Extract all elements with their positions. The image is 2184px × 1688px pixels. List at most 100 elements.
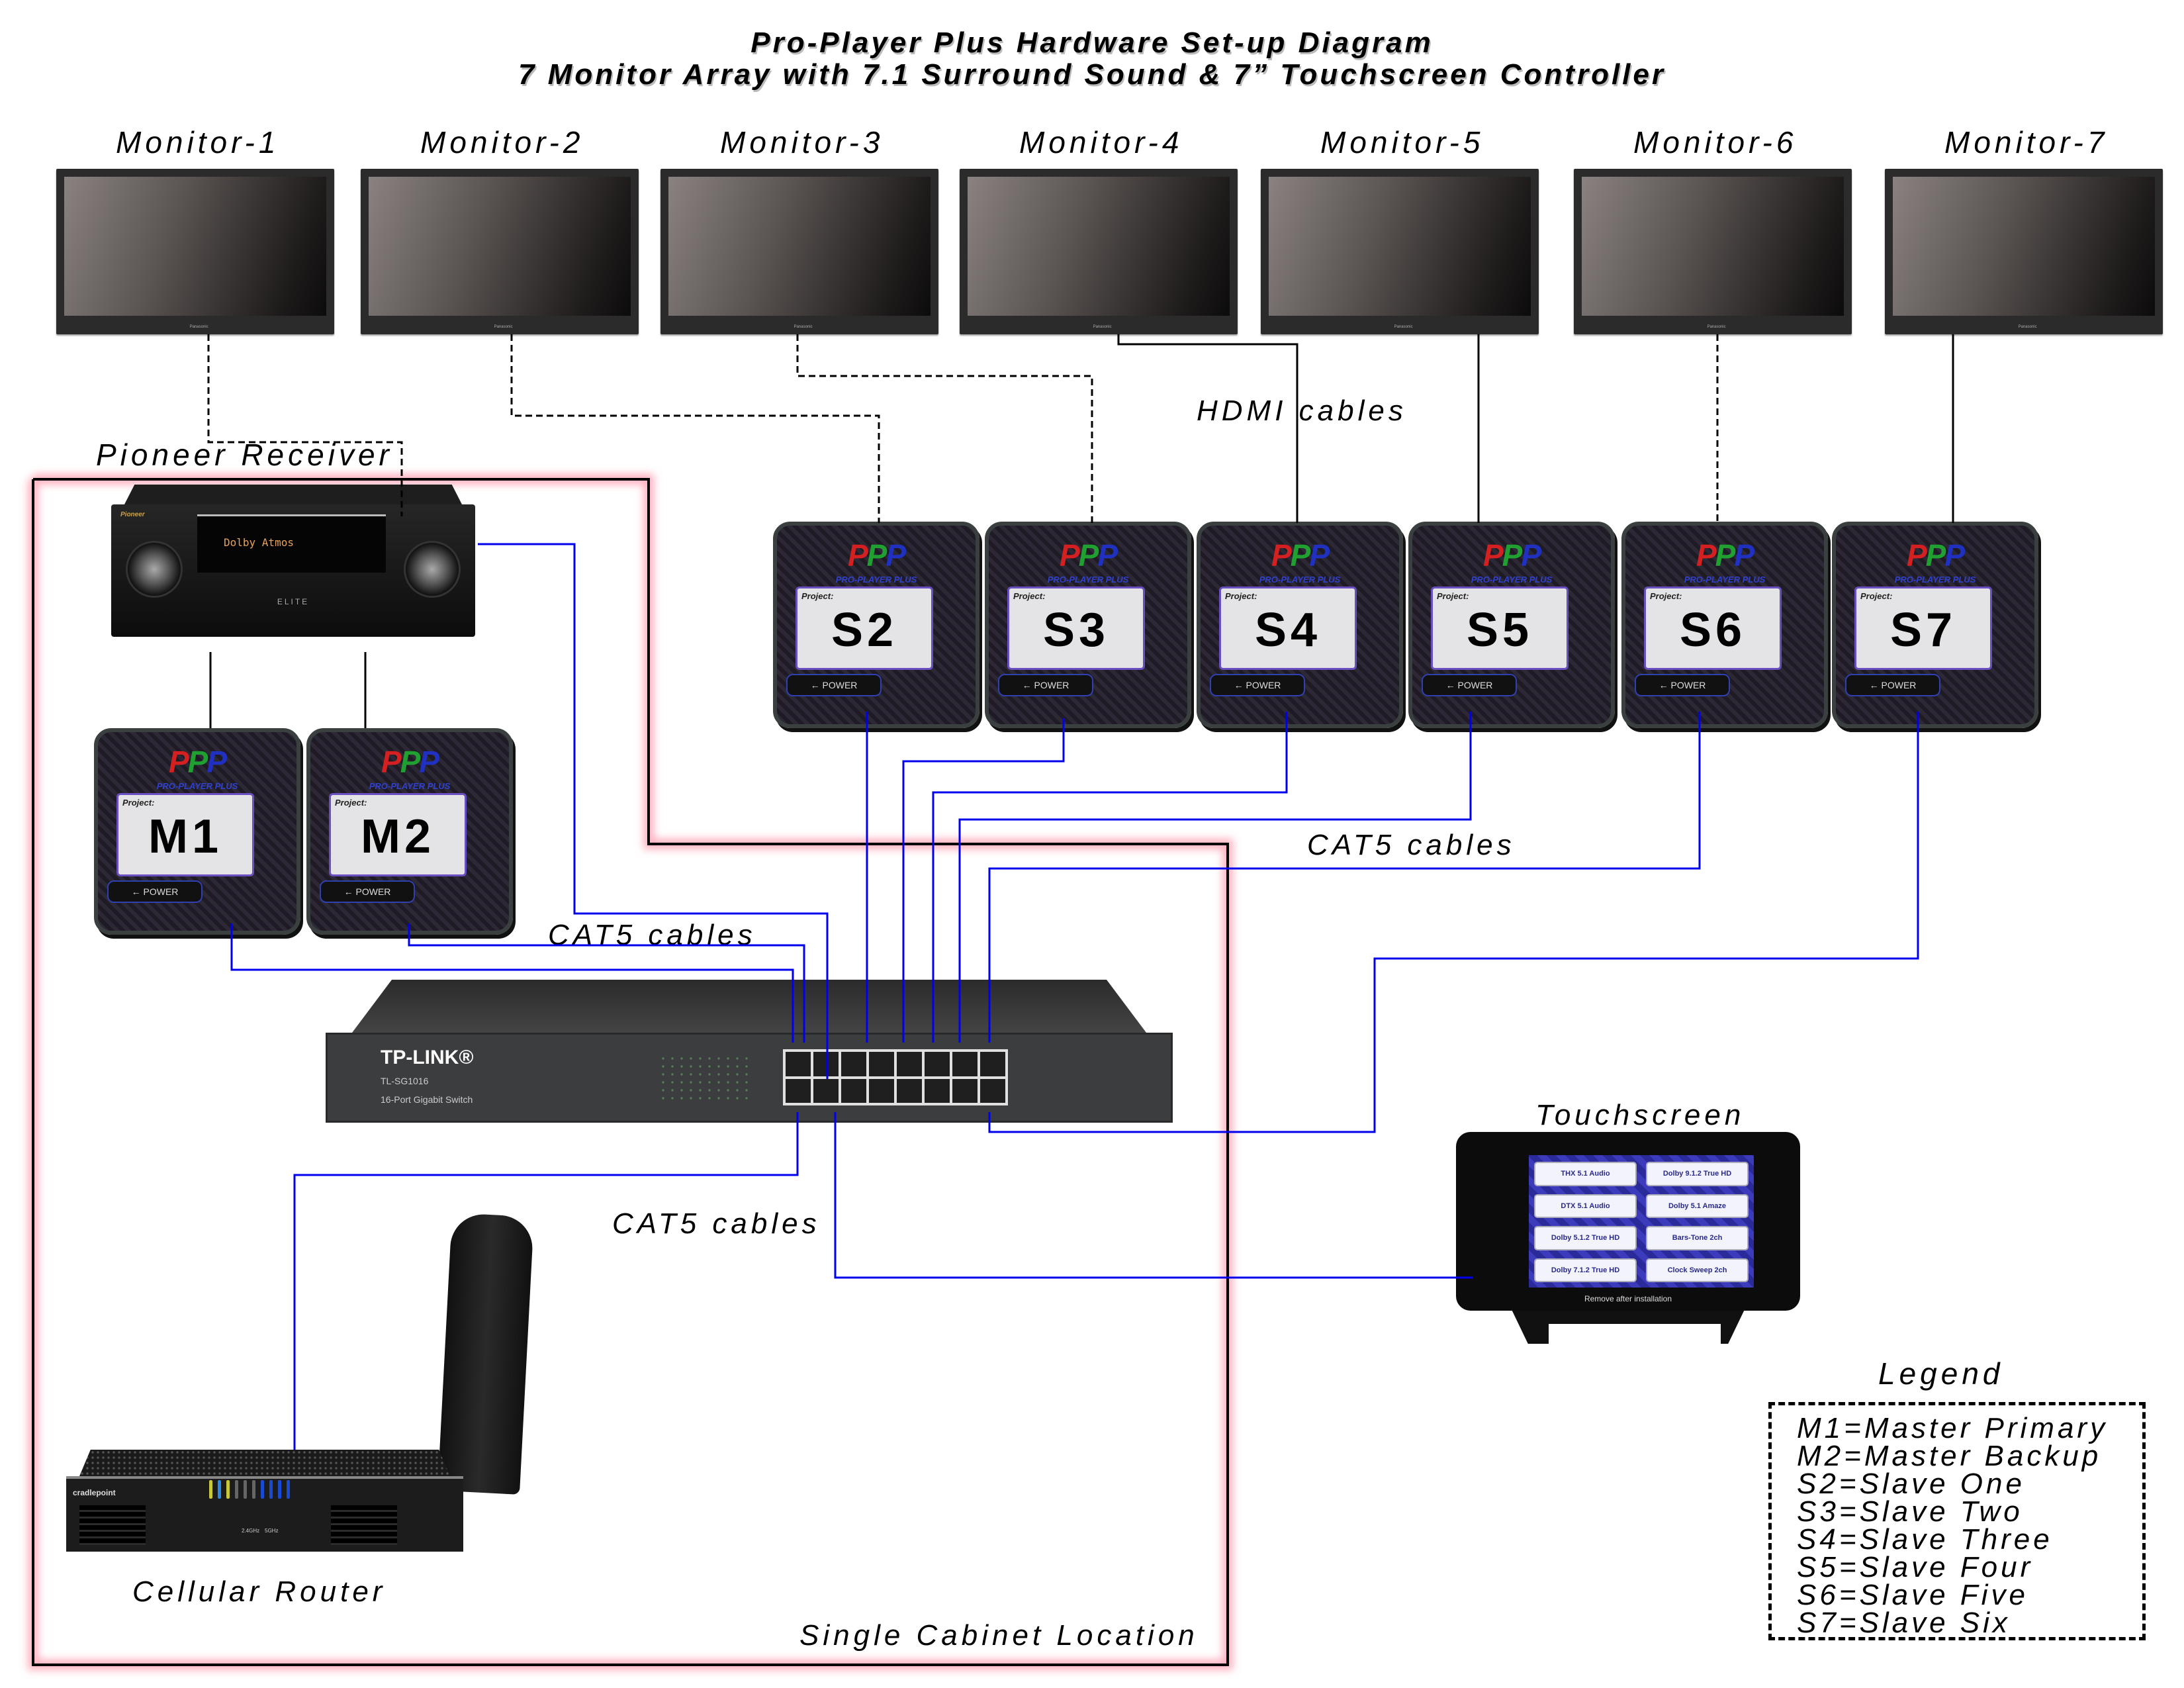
- monitor-screen: [1893, 177, 2155, 316]
- legend-item: M2=Master Backup: [1797, 1440, 2102, 1472]
- receiver-display: Dolby Atmos: [197, 514, 386, 573]
- preset-button[interactable]: DTX 5.1 Audio: [1534, 1194, 1637, 1218]
- volume-knob-left: [126, 541, 183, 598]
- monitor-brand: Panasonic: [494, 325, 513, 329]
- preset-button[interactable]: Dolby 9.1.2 True HD: [1646, 1162, 1749, 1186]
- preset-button[interactable]: Dolby 5.1.2 True HD: [1534, 1226, 1637, 1250]
- monitor-brand: Panasonic: [1394, 325, 1413, 329]
- power-button[interactable]: ← POWER: [107, 880, 203, 903]
- power-button[interactable]: ← POWER: [1422, 674, 1517, 696]
- device-id: M1: [148, 810, 223, 863]
- power-button[interactable]: ← POWER: [1845, 674, 1940, 696]
- ethernet-port: [897, 1052, 922, 1076]
- ethernet-port: [841, 1052, 866, 1076]
- preset-button[interactable]: Bars-Tone 2ch: [1646, 1226, 1749, 1250]
- diagram-title: Pro-Player Plus Hardware Set-up Diagram: [751, 26, 1433, 59]
- volume-knob-right: [404, 541, 461, 598]
- power-button[interactable]: ← POWER: [998, 674, 1093, 696]
- monitor-brand: Panasonic: [189, 325, 208, 329]
- ppp-logo-text: PRO-PLAYER PLUS: [1047, 575, 1129, 585]
- ethernet-led: [244, 1480, 247, 1499]
- audio-preset-grid: THX 5.1 Audio Dolby 9.1.2 True HD DTX 5.1 …: [1534, 1162, 1749, 1282]
- switch-brand: TP-LINK®: [381, 1047, 474, 1068]
- power-button[interactable]: ← POWER: [320, 880, 415, 903]
- wan-led: [218, 1480, 221, 1499]
- ppp-logo-icon: PPP: [847, 538, 906, 573]
- ethernet-port: [897, 1078, 922, 1103]
- monitor-brand: Panasonic: [794, 325, 813, 329]
- project-card: Project:S3: [1007, 586, 1145, 670]
- device-id: M2: [360, 810, 435, 863]
- monitor-6: Panasonic: [1574, 169, 1852, 334]
- hdmi-cable-monitor-3: [796, 334, 1093, 523]
- touchscreen-label: Touchscreen: [1535, 1099, 1745, 1131]
- network-switch: TP-LINK® TL-SG1016 16-Port Gigabit Switc…: [326, 980, 1173, 1123]
- project-label: Project:: [1225, 591, 1257, 601]
- monitor-label: Monitor-4: [1019, 125, 1183, 160]
- switch-model: TL-SG1016: [381, 1076, 429, 1086]
- device-id: S7: [1889, 604, 1957, 657]
- ppp-logo-icon: PPP: [1482, 538, 1541, 573]
- cat5-cables-label-bottom: CAT5 cables: [612, 1207, 821, 1240]
- project-label: Project:: [801, 591, 834, 601]
- legend-item: S7=Slave Six: [1797, 1607, 2011, 1639]
- preset-button[interactable]: Dolby 7.1.2 True HD: [1534, 1258, 1637, 1282]
- monitor-screen: [1269, 177, 1531, 316]
- legend-item: S3=Slave Two: [1797, 1495, 2023, 1528]
- legend-item: S6=Slave Five: [1797, 1579, 2028, 1611]
- ppp-logo-text: PRO-PLAYER PLUS: [835, 575, 917, 585]
- monitor-screen: [968, 177, 1230, 316]
- switch-port-panel: [783, 1049, 1008, 1105]
- ethernet-port: [869, 1078, 894, 1103]
- ppp-logo-text: PRO-PLAYER PLUS: [156, 781, 238, 791]
- preset-button[interactable]: Dolby 5.1 Amaze: [1646, 1194, 1749, 1218]
- power-led: [209, 1480, 212, 1499]
- legend-item: S4=Slave Three: [1797, 1523, 2053, 1556]
- project-card: Project:S4: [1219, 586, 1357, 670]
- legend-item: S5=Slave Four: [1797, 1551, 2034, 1583]
- ppp-logo-icon: PPP: [1906, 538, 1965, 573]
- router-top: [79, 1450, 450, 1476]
- usb-led: [252, 1480, 255, 1499]
- touchscreen-bezel: THX 5.1 Audio Dolby 9.1.2 True HD DTX 5.1 …: [1456, 1132, 1800, 1311]
- preset-button[interactable]: Clock Sweep 2ch: [1646, 1258, 1749, 1282]
- switch-description: 16-Port Gigabit Switch: [381, 1094, 473, 1105]
- ethernet-port: [952, 1078, 978, 1103]
- monitor-label: Monitor-7: [1944, 125, 2109, 160]
- pioneer-receiver: Pioneer Dolby Atmos ELITE: [111, 485, 475, 653]
- ppp-logo-text: PRO-PLAYER PLUS: [1894, 575, 1976, 585]
- signal-led-1: [261, 1480, 264, 1499]
- preset-button[interactable]: THX 5.1 Audio: [1534, 1162, 1637, 1186]
- monitor-label: Monitor-2: [420, 125, 584, 160]
- cat5-cable-touchscreen: [834, 1112, 1473, 1279]
- device-id: S2: [831, 604, 898, 657]
- power-button[interactable]: ← POWER: [1635, 674, 1730, 696]
- monitor-label: Monitor-3: [720, 125, 884, 160]
- hdmi-cable-monitor-2: [510, 334, 880, 523]
- router-brand: cradlepoint: [73, 1488, 116, 1497]
- project-card: Project:M2: [329, 793, 467, 876]
- power-button[interactable]: ← POWER: [786, 674, 882, 696]
- project-card: Project:M1: [116, 793, 254, 876]
- ppp-logo-text: PRO-PLAYER PLUS: [1471, 575, 1553, 585]
- ethernet-port: [786, 1052, 811, 1076]
- monitor-4: Panasonic: [960, 169, 1238, 334]
- monitor-5: Panasonic: [1261, 169, 1539, 334]
- receiver-series: ELITE: [277, 597, 310, 606]
- ppp-logo-icon: PPP: [1059, 538, 1118, 573]
- signal-led-4: [287, 1480, 290, 1499]
- monitor-screen: [64, 177, 326, 316]
- legend-item: M1=Master Primary: [1797, 1412, 2109, 1444]
- band-5-label: 5GHz: [265, 1528, 279, 1534]
- project-label: Project:: [1013, 591, 1046, 601]
- hdmi-cable-monitor-4: [1117, 334, 1298, 523]
- ethernet-port: [925, 1078, 950, 1103]
- signal-led-2: [269, 1480, 273, 1499]
- project-card: Project:S7: [1854, 586, 1992, 670]
- power-button[interactable]: ← POWER: [1210, 674, 1305, 696]
